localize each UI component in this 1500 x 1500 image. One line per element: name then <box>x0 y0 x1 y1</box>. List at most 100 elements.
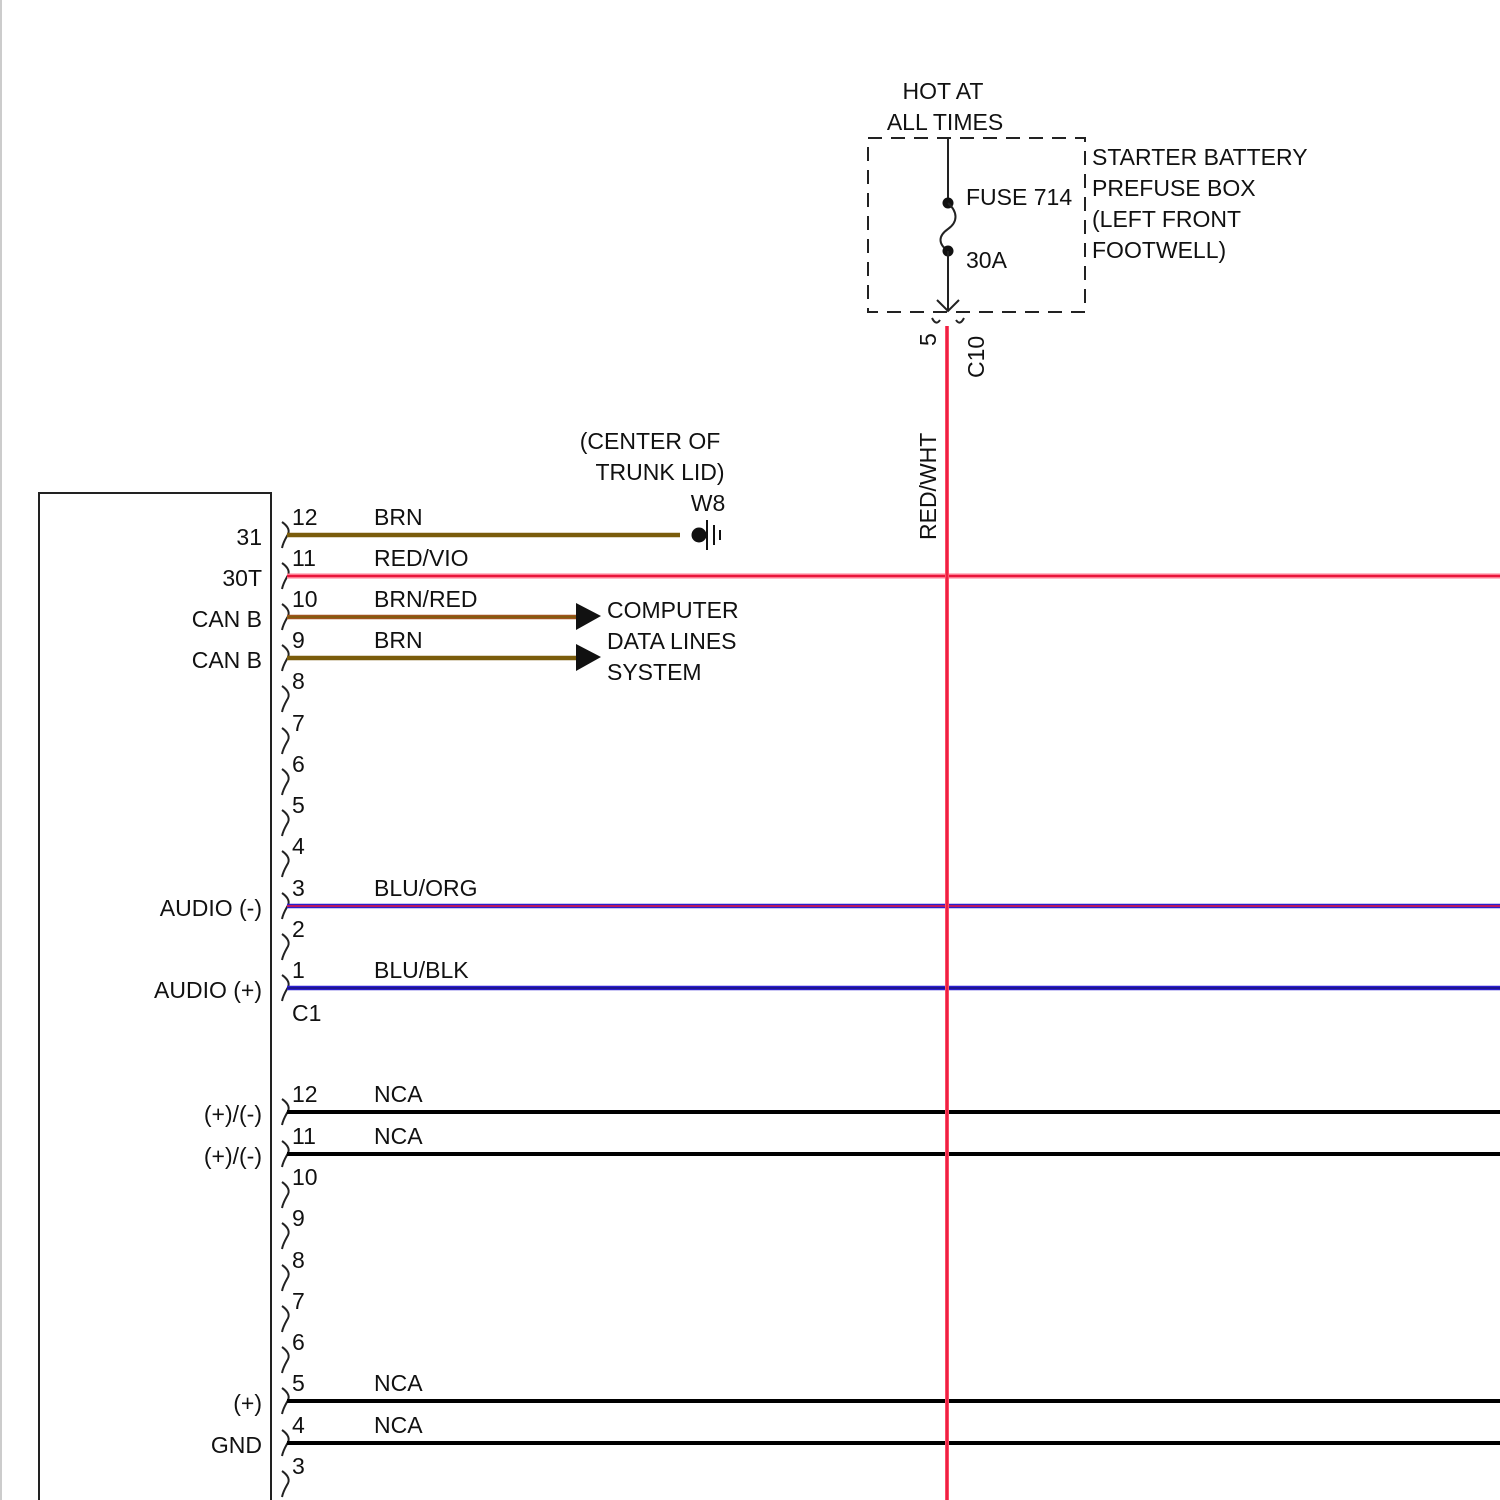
wire-color-label: NCA <box>374 1412 423 1438</box>
pin-function-label: CAN B <box>192 606 262 632</box>
pin-function-label: (+)/(-) <box>204 1101 262 1127</box>
pin-number: 7 <box>292 1288 305 1314</box>
wire-color-label: BLU/BLK <box>374 957 469 983</box>
all-times-label: ALL TIMES <box>887 109 1003 135</box>
prefuse-box-label-3: (LEFT FRONT <box>1092 206 1241 232</box>
pin-number: 12 <box>292 1081 318 1107</box>
ground-eyelet <box>692 528 707 543</box>
pin-bracket <box>282 1265 289 1291</box>
destination-label-1: COMPUTER <box>607 597 739 623</box>
pin-12-group: 12 BRN 31 <box>236 504 422 550</box>
pin-10-group: 10 <box>282 1164 318 1208</box>
pin-bracket <box>282 1347 289 1373</box>
pin-11-group: 11 RED/VIO 30T <box>222 545 468 591</box>
pin-number: 11 <box>292 1123 316 1149</box>
pin-number: 4 <box>292 833 305 859</box>
fuse-symbol <box>941 203 956 251</box>
pin-function-label: 30T <box>222 565 262 591</box>
prefuse-box-label-1: STARTER BATTERY <box>1092 144 1308 170</box>
connector-c10-symbol <box>932 318 964 323</box>
wire-color-label: BRN/RED <box>374 586 478 612</box>
wire-color-label: BLU/ORG <box>374 875 478 901</box>
computer-data-lines-destination: COMPUTER DATA LINES SYSTEM <box>576 597 739 685</box>
fuse-rating: 30A <box>966 247 1008 273</box>
wire-color-label: BRN <box>374 627 423 653</box>
pin-2-group: 2 <box>282 916 305 960</box>
pin-9-group: 9 <box>282 1205 305 1249</box>
pin-9-group: 9 BRN CAN B <box>192 627 423 673</box>
pin-number: 5 <box>292 1370 305 1396</box>
pin-3-group: 3 BLU/ORG AUDIO (-) <box>160 875 478 921</box>
pin-10-group: 10 BRN/RED CAN B <box>192 586 478 632</box>
ground-location-2: TRUNK LID) <box>595 459 724 485</box>
pin-number: 9 <box>292 627 305 653</box>
wire-color-label: NCA <box>374 1081 423 1107</box>
pin-number: 3 <box>292 1453 305 1479</box>
pin-number: 5 <box>292 792 305 818</box>
pin-8-group: 8 <box>282 1247 305 1291</box>
pin-3-group: 3 <box>282 1453 305 1497</box>
pin-number: 10 <box>292 586 318 612</box>
wire-color-label: RED/VIO <box>374 545 469 571</box>
prefuse-box-outline <box>868 138 1085 312</box>
pin-number: 1 <box>292 957 305 983</box>
pin-bracket <box>282 851 289 877</box>
power-source: HOT AT ALL TIMES FUSE 714 30A STARTER BA… <box>868 78 1308 540</box>
fuse-label: FUSE 714 <box>966 184 1072 210</box>
ground-location-1: (CENTER OF <box>580 428 721 454</box>
pin-function-label: (+) <box>233 1390 262 1416</box>
pin-4-group: 4 <box>282 833 305 877</box>
pin-bracket <box>282 1182 289 1208</box>
pin-7-group: 7 <box>282 710 305 754</box>
pin-number: 8 <box>292 1247 305 1273</box>
wire-color-label: NCA <box>374 1370 423 1396</box>
pin-number: 9 <box>292 1205 305 1231</box>
pin-function-label: 31 <box>236 524 262 550</box>
pin-function-label: GND <box>211 1432 262 1458</box>
pin-bracket <box>282 686 289 712</box>
wires <box>287 535 1500 1443</box>
pin-function-label: AUDIO (-) <box>160 895 262 921</box>
pin-6-group: 6 <box>282 751 305 795</box>
pin-function-label: AUDIO (+) <box>154 977 262 1003</box>
pin-5-group: 5 NCA (+) <box>233 1370 423 1416</box>
pin-8-group: 8 <box>282 668 305 712</box>
pin-bracket <box>282 728 289 754</box>
pin-7-group: 7 <box>282 1288 305 1332</box>
pin-number: 4 <box>292 1412 305 1438</box>
destination-label-3: SYSTEM <box>607 659 702 685</box>
destination-label-2: DATA LINES <box>607 628 737 654</box>
pin-function-label: CAN B <box>192 647 262 673</box>
pin-6-group: 6 <box>282 1329 305 1373</box>
pin-number: 7 <box>292 710 305 736</box>
pin-number: 8 <box>292 668 305 694</box>
pin-5-group: 5 <box>282 792 305 836</box>
pin-number: 12 <box>292 504 318 530</box>
connector-id-label: C10 <box>963 336 989 378</box>
pin-bracket <box>282 1223 289 1249</box>
pin-number: 10 <box>292 1164 318 1190</box>
vertical-wire-color-label: RED/WHT <box>915 433 941 540</box>
pin-number: 11 <box>292 545 316 571</box>
pin-function-label: (+)/(-) <box>204 1143 262 1169</box>
pin-11-group: 11 NCA (+)/(-) <box>204 1123 423 1169</box>
pin-number: 2 <box>292 916 305 942</box>
pin-bracket <box>282 810 289 836</box>
prefuse-box-label-4: FOOTWELL) <box>1092 237 1226 263</box>
pin-number: 6 <box>292 751 305 777</box>
pin-bracket <box>282 934 289 960</box>
pin-1-group: 1 BLU/BLK AUDIO (+) <box>154 957 469 1003</box>
ground-w8: (CENTER OF TRUNK LID) W8 <box>580 428 726 550</box>
wire-color-label: BRN <box>374 504 423 530</box>
pin-bracket <box>282 1471 289 1497</box>
pin-number: 6 <box>292 1329 305 1355</box>
prefuse-box-label-2: PREFUSE BOX <box>1092 175 1256 201</box>
hot-at-label: HOT AT <box>903 78 984 104</box>
wire-color-label: NCA <box>374 1123 423 1149</box>
pin-bracket <box>282 769 289 795</box>
arrow-right-icon <box>576 603 601 630</box>
connector-c1-label: C1 <box>292 1000 321 1026</box>
pin-bracket <box>282 1306 289 1332</box>
pin-number: 3 <box>292 875 305 901</box>
